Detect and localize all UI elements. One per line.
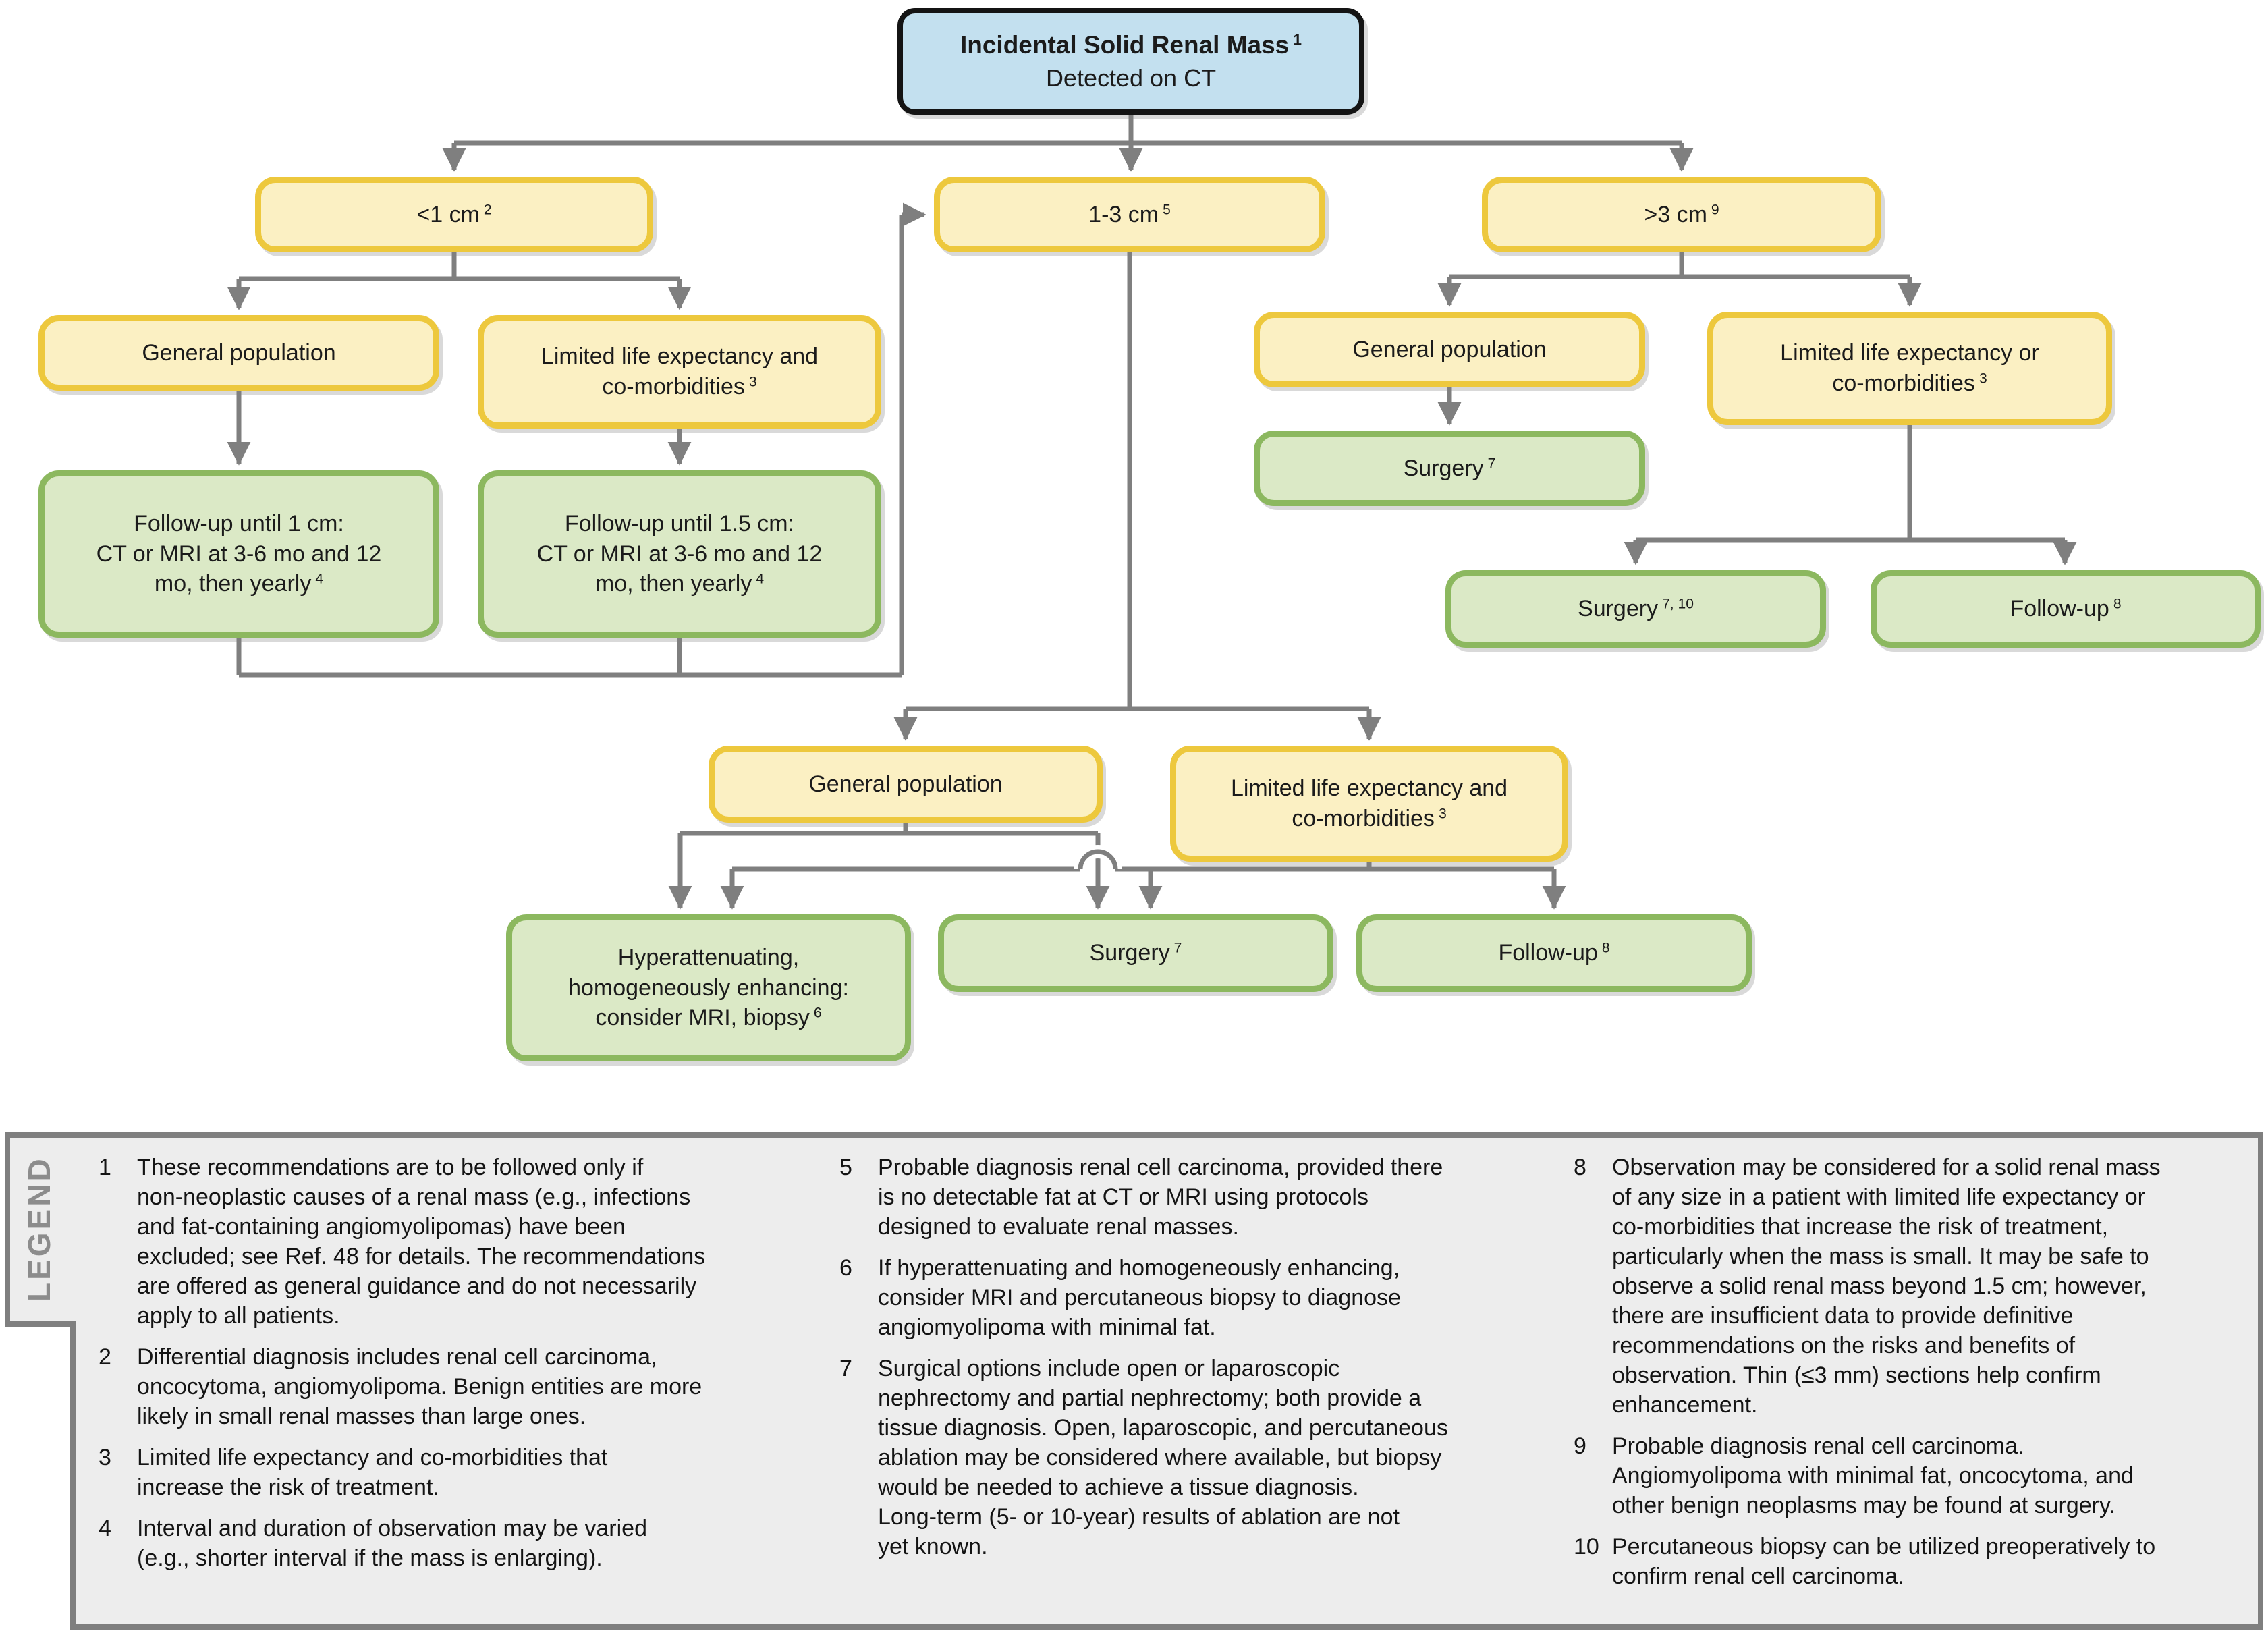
node-1-3cm-limited-life-expectancy: Limited life expectancy and co-morbiditi… [1170, 746, 1568, 862]
legend-note-5: 5 Probable diagnosis renal cell carcinom… [839, 1155, 1443, 1240]
legend-note-4: 4 Interval and duration of observation m… [99, 1516, 648, 1572]
legend-note-2: 2 Differential diagnosis includes renal … [99, 1344, 702, 1430]
legend-column-2: 5 Probable diagnosis renal cell carcinom… [839, 1153, 1518, 1561]
node-lt1cm-limited-life-expectancy: Limited life expectancy and co-morbiditi… [478, 315, 881, 429]
legend-label: LEGEND [22, 1156, 57, 1302]
legend-column-1: 1 These recommendations are to be follow… [99, 1153, 783, 1573]
legend-note-1: 1 These recommendations are to be follow… [99, 1155, 706, 1329]
legend-column-3: 8 Observation may be considered for a so… [1574, 1153, 2257, 1591]
node-lt1cm-general-population: General population [38, 315, 439, 391]
node-followup-until-1-5cm: Follow-up until 1.5 cm: CT or MRI at 3-6… [478, 470, 881, 638]
node-subtitle: Detected on CT [1045, 63, 1217, 92]
legend-note-6: 6 If hyperattenuating and homogeneously … [839, 1255, 1401, 1341]
node-gt3cm-general-population: General population [1254, 312, 1645, 387]
legend-note-7: 7 Surgical options include open or lapar… [839, 1356, 1448, 1560]
legend-panel [5, 1132, 2263, 1630]
node-gt3cm-limited-life-expectancy: Limited life expectancy or co-morbiditie… [1707, 312, 2112, 425]
node-hyperattenuating-consider-mri-biopsy: Hyperattenuating, homogeneously enhancin… [506, 914, 911, 1061]
legend-note-9: 9 Probable diagnosis renal cell carcinom… [1574, 1433, 2134, 1519]
legend-note-8: 8 Observation may be considered for a so… [1574, 1155, 2161, 1418]
legend-note-10: 10 Percutaneous biopsy can be utilized p… [1574, 1534, 2156, 1590]
node-1-3cm-general-population: General population [709, 746, 1103, 823]
node-followup-until-1cm: Follow-up until 1 cm: CT or MRI at 3-6 m… [38, 470, 439, 638]
legend-note-3: 3 Limited life expectancy and co-morbidi… [99, 1445, 608, 1501]
line-hop-bridge [1078, 849, 1118, 870]
